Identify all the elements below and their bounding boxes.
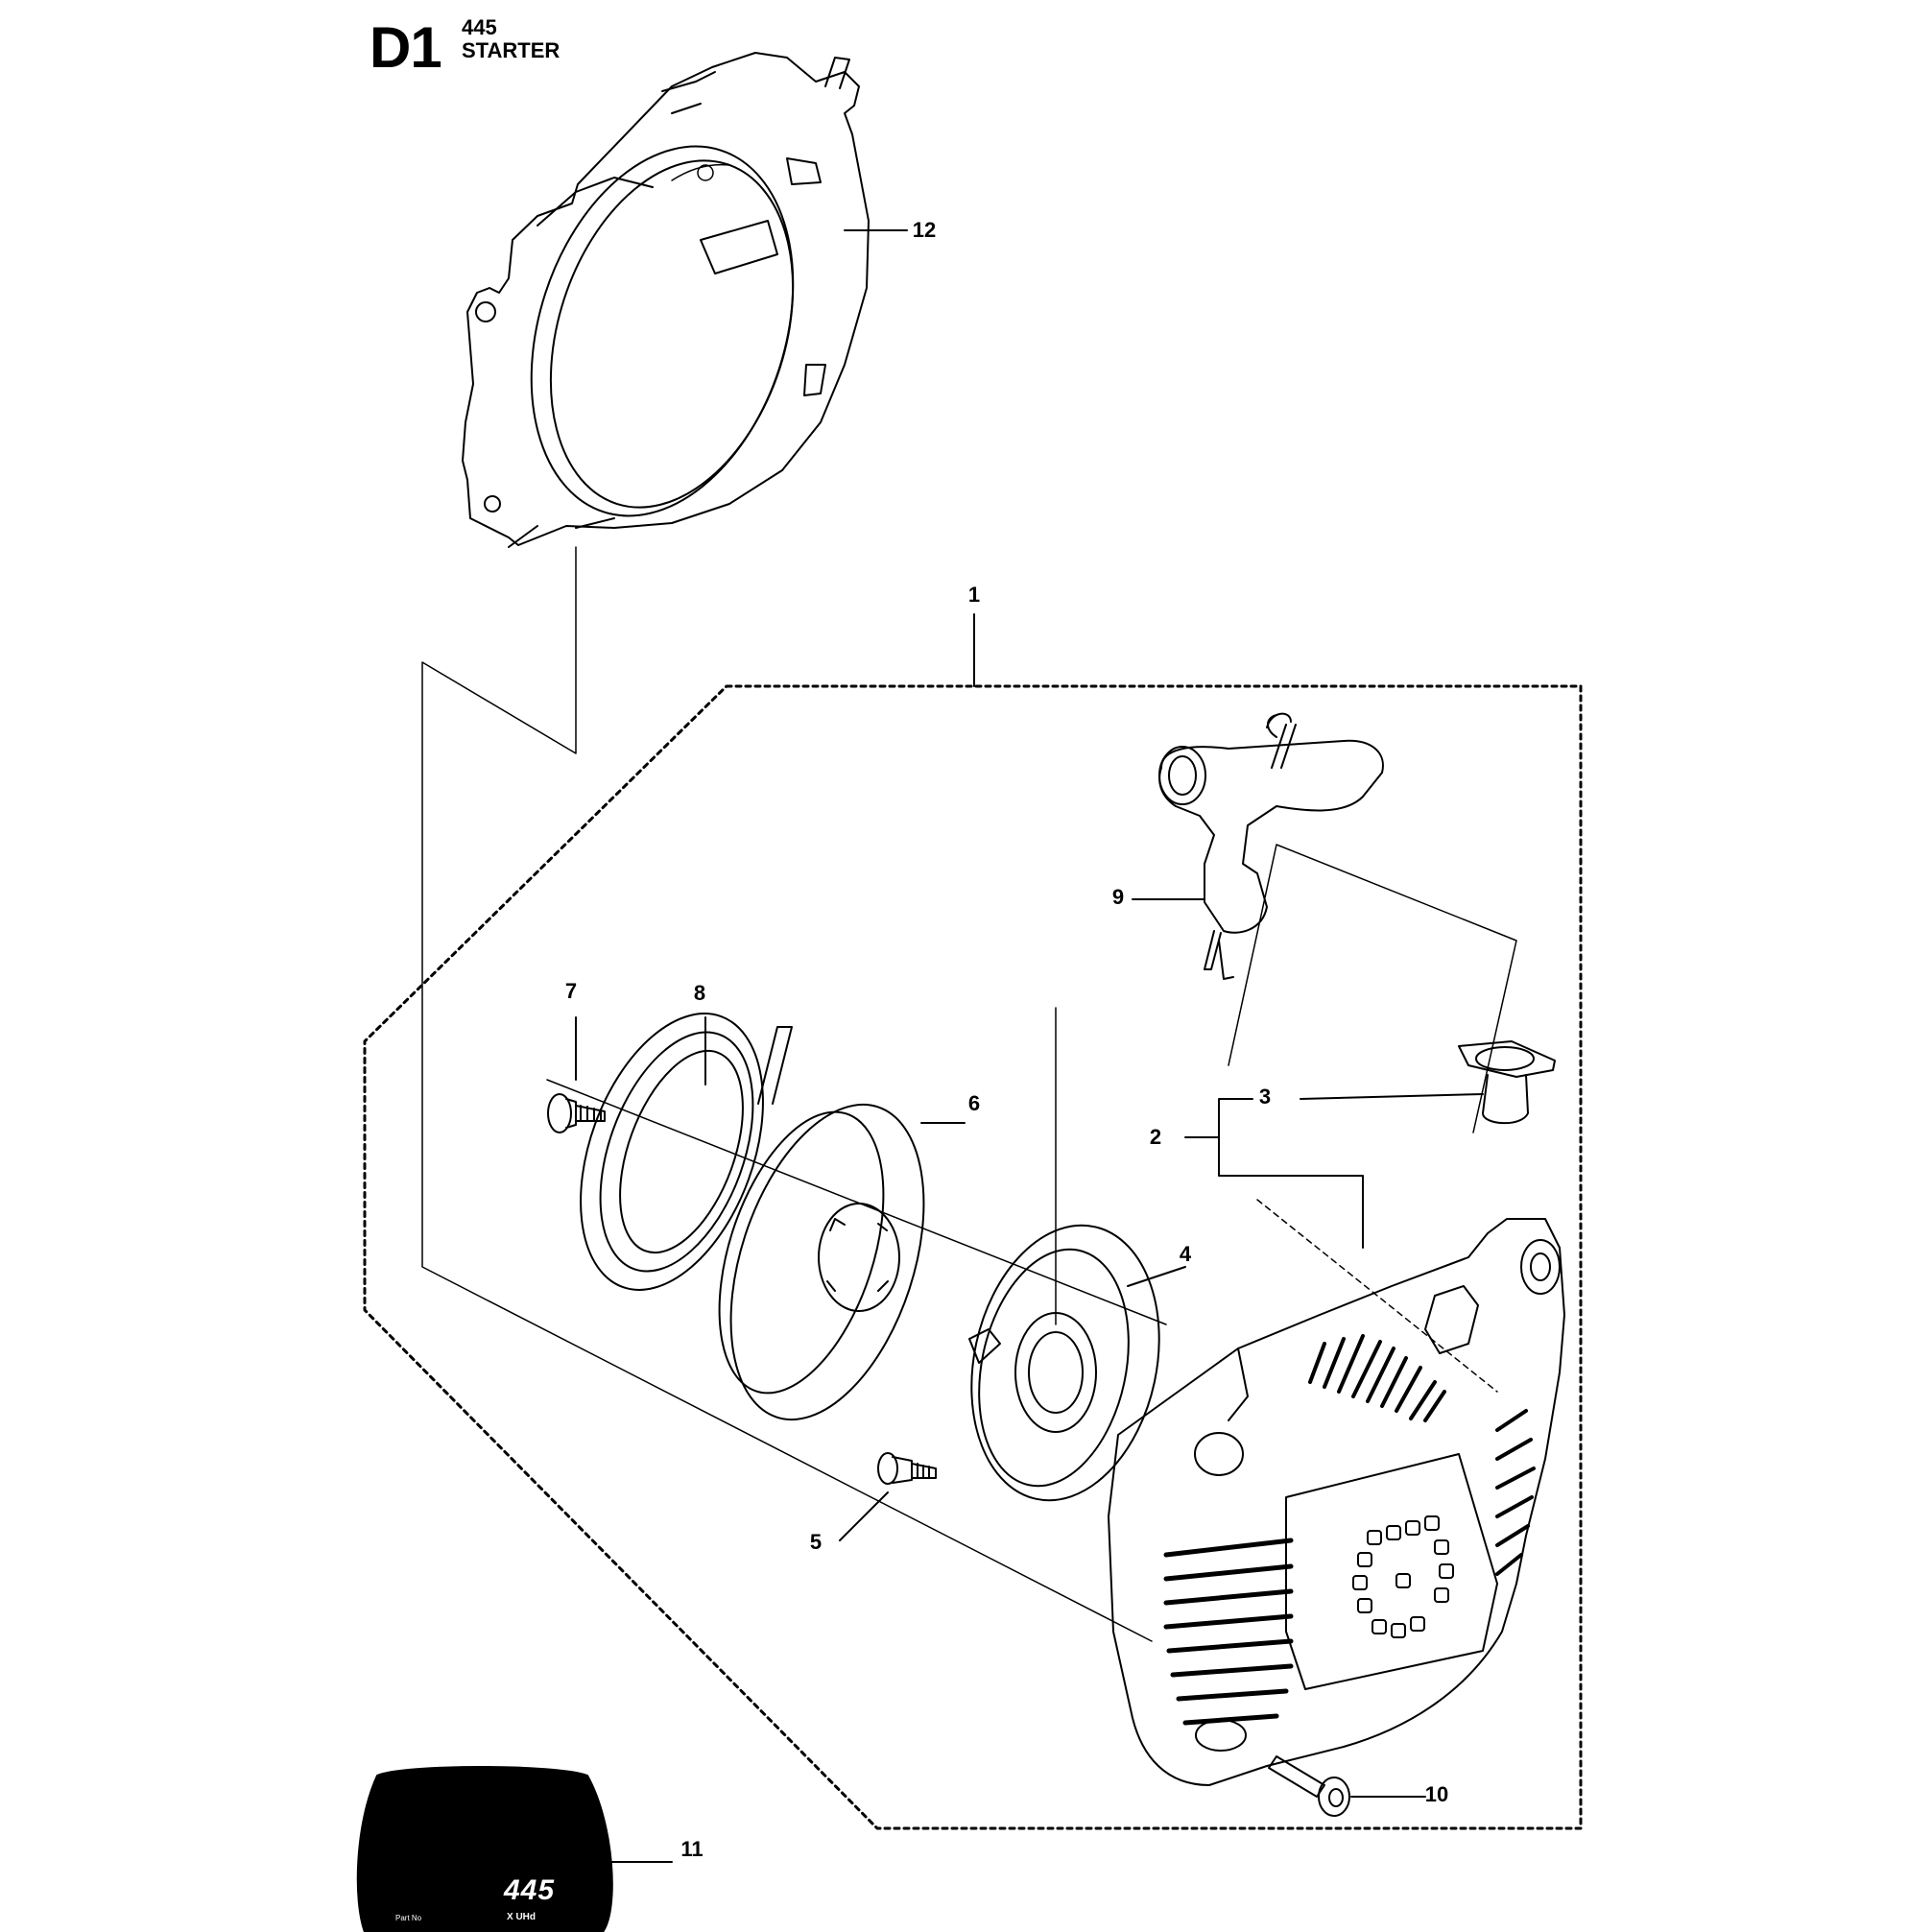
callout-3: 3 (1258, 1085, 1272, 1109)
leader-5 (839, 1491, 889, 1541)
callout-4: 4 (1179, 1242, 1192, 1266)
callout-1: 1 (967, 583, 981, 607)
part-12-fan-housing (462, 52, 870, 548)
part-8-rewind-spring (580, 1013, 793, 1291)
part-5-screw (877, 1452, 937, 1485)
alignment-lines (421, 546, 1517, 1642)
part-10-screw (1268, 1755, 1350, 1817)
callout-9: 9 (1111, 885, 1125, 909)
decal-small-left: Part No (395, 1914, 422, 1922)
callout-5: 5 (809, 1530, 823, 1554)
part-4-spring-cassette (968, 1224, 1160, 1502)
decal-model-text: 445 (504, 1874, 556, 1906)
callout-6: 6 (967, 1091, 981, 1115)
decal-small-right: X UHd (507, 1912, 536, 1922)
model-number: 445 (462, 15, 497, 39)
part-2-starter-cover (1108, 1218, 1565, 1786)
callout-8: 8 (693, 981, 706, 1005)
part-11-decal (356, 1766, 613, 1932)
callout-10: 10 (1424, 1782, 1449, 1806)
part-6-pulley (718, 1103, 925, 1421)
section-code: D1 (370, 15, 442, 80)
part-7-screw (547, 1093, 606, 1133)
callout-11: 11 (680, 1837, 704, 1861)
callout-2: 2 (1149, 1125, 1162, 1149)
callout-7: 7 (564, 979, 578, 1003)
leader-4 (1127, 1266, 1186, 1287)
part-3-rope-guide (1458, 1040, 1556, 1125)
leader-2-3 (1184, 1093, 1484, 1249)
assembly-boundary-1 (363, 684, 1583, 1830)
part-9-starter-handle (1158, 712, 1384, 980)
callout-12: 12 (912, 218, 937, 242)
diagram-title: STARTER (462, 38, 561, 62)
